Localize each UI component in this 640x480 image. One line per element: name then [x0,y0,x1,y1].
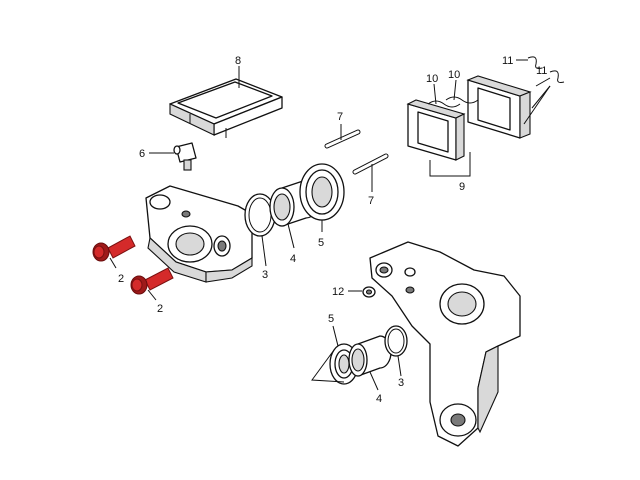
callout-9-brake-pads: 9 [459,181,465,193]
callout-3-lower-seal: 3 [398,377,404,389]
callout-labels: 2 2 3 4 5 6 7 7 8 9 10 10 11 11 12 5 4 3 [118,55,547,405]
part-11-clips [527,56,565,83]
part-6-bleed-screw [173,142,197,171]
callout-7-upper-pin: 7 [337,111,343,123]
leader-lines [109,59,551,391]
part-10-springs [427,96,479,108]
part-9-brake-pads [406,75,532,161]
upper-piston-assembly [244,163,345,237]
part-7-pins [324,129,389,175]
callout-6-bleed-screw: 6 [139,148,145,160]
part-2-bolts [92,235,174,295]
callout-12-washer: 12 [332,286,344,298]
lower-piston-assembly [329,325,408,385]
caliper-body [145,185,253,283]
callout-5-lower-boot: 5 [328,313,334,325]
callout-10-spring-left: 10 [426,73,438,85]
callout-7-lower-pin: 7 [368,195,374,207]
callout-2-lower-bolt: 2 [157,303,163,315]
callout-3-upper-seal: 3 [262,269,268,281]
part-8-pad-spring [169,78,283,138]
callout-5-upper-boot: 5 [318,237,324,249]
caliper-bracket [369,241,521,447]
callout-4-upper-piston: 4 [290,253,296,265]
callout-8-pad-spring: 8 [235,55,241,67]
callout-11-clip-lower: 11 [536,65,547,77]
callout-4-lower-piston: 4 [376,393,382,405]
part-12-washer [362,286,376,298]
callout-2-upper-bolt: 2 [118,273,124,285]
callout-10-spring-right: 10 [448,69,460,81]
callout-11-clip-upper: 11 [502,55,513,67]
